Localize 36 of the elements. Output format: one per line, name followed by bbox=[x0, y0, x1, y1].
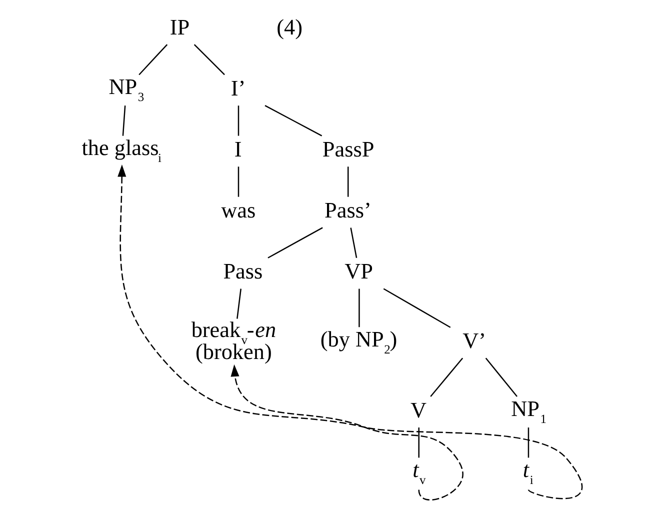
connector bbox=[430, 358, 463, 397]
node-text: t$_{v}$ bbox=[412, 456, 426, 487]
node-text: Pass bbox=[222, 258, 262, 284]
connector bbox=[527, 428, 529, 458]
node-text: I bbox=[234, 136, 242, 162]
connector bbox=[484, 358, 517, 397]
connector bbox=[237, 166, 239, 197]
connector bbox=[138, 44, 168, 76]
node-text: (by NP$_{2}$) bbox=[320, 326, 397, 357]
connector bbox=[346, 166, 348, 197]
connector bbox=[382, 288, 450, 328]
node-text: PassP bbox=[322, 136, 374, 162]
connector bbox=[264, 105, 322, 136]
node-text: I’ bbox=[230, 75, 246, 100]
node-text: the glass$_{i}$ bbox=[81, 135, 161, 166]
connector bbox=[193, 44, 224, 76]
node-text: VP bbox=[344, 258, 373, 284]
node-text: V bbox=[410, 397, 426, 422]
node-text: t$_{i}$ bbox=[522, 456, 533, 487]
connector bbox=[267, 227, 322, 258]
node-text: was bbox=[220, 197, 256, 222]
node-text: break$_{v}$-en (broken) bbox=[190, 316, 276, 364]
arrow bbox=[230, 364, 463, 500]
connector bbox=[237, 106, 239, 136]
node-text: V’ bbox=[462, 328, 486, 353]
connector bbox=[122, 106, 126, 136]
node-text: Pass’ bbox=[324, 197, 371, 222]
connector bbox=[236, 288, 242, 319]
connector bbox=[418, 428, 419, 458]
node-text: NP$_{1}$ bbox=[510, 396, 546, 426]
label: (4) bbox=[276, 14, 302, 40]
connector bbox=[358, 288, 360, 328]
arrow bbox=[117, 164, 582, 500]
node-text: NP$_{3}$ bbox=[108, 74, 144, 104]
connector bbox=[350, 228, 357, 258]
node-text: IP bbox=[169, 14, 190, 40]
